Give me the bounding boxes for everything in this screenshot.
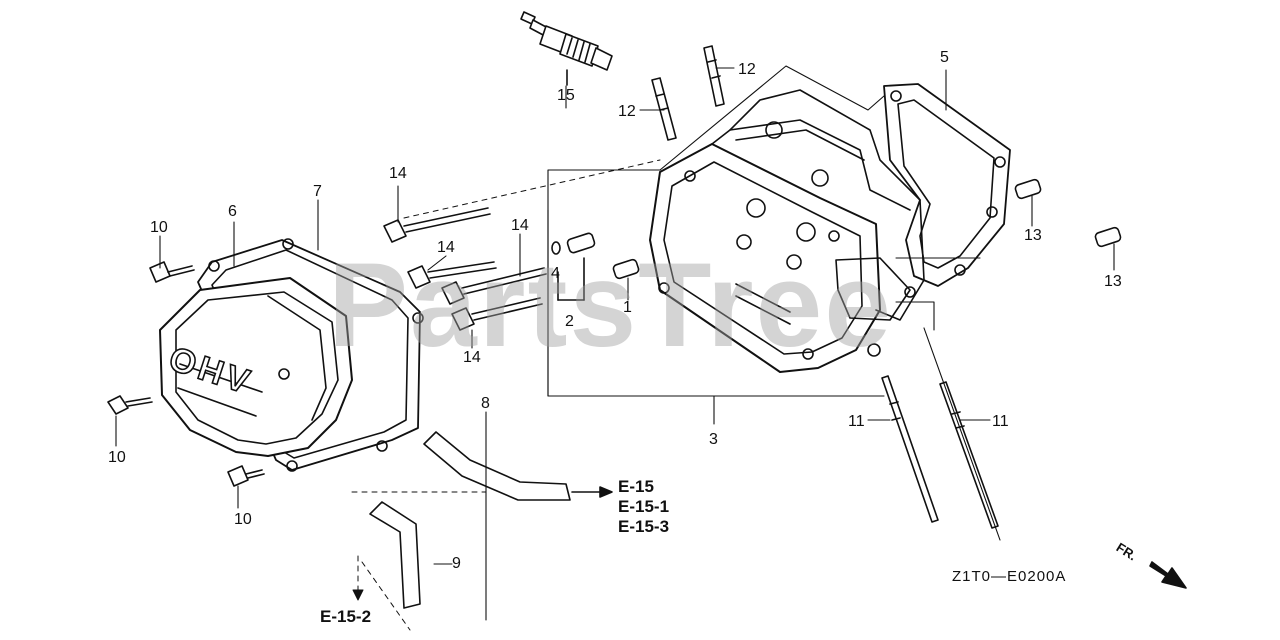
bolt-10-top[interactable]: [149, 261, 195, 283]
leader-lines: [115, 67, 1115, 621]
callout-15[interactable]: 15: [557, 87, 575, 104]
front-arrow-icon: [1149, 561, 1187, 589]
callout-12-left[interactable]: 12: [618, 103, 636, 120]
callout-3[interactable]: 3: [709, 431, 718, 448]
reference-e-15-3[interactable]: E-15-3: [618, 517, 670, 536]
callout-10-top[interactable]: 10: [150, 219, 168, 236]
stud-12-right[interactable]: [703, 45, 725, 107]
route-lines: [351, 159, 661, 631]
callout-14-d[interactable]: 14: [463, 349, 481, 366]
callout-11-right[interactable]: 11: [992, 413, 1009, 430]
callout-11-left[interactable]: 11: [848, 413, 865, 430]
bolt-14-c[interactable]: [441, 267, 547, 305]
callout-14-b[interactable]: 14: [437, 239, 455, 256]
callout-13-b[interactable]: 13: [1104, 273, 1122, 290]
dowel-pin-1[interactable]: [612, 258, 640, 280]
breather-tube-9[interactable]: [369, 501, 421, 609]
callout-14-a[interactable]: 14: [389, 165, 407, 182]
callout-7[interactable]: 7: [313, 183, 322, 200]
stud-12-left[interactable]: [651, 77, 677, 141]
callout-8[interactable]: 8: [481, 395, 490, 412]
dowel-13-a[interactable]: [1014, 178, 1042, 200]
valve-cover[interactable]: [159, 277, 353, 457]
watermark: PartsTree: [328, 238, 894, 372]
callout-12-right[interactable]: 12: [738, 61, 756, 78]
bolt-10-bottom[interactable]: [227, 465, 265, 487]
reference-e-15-1[interactable]: E-15-1: [618, 497, 670, 516]
spark-plug[interactable]: [520, 11, 613, 86]
dowel-pin-2[interactable]: [566, 232, 596, 254]
stud-11-left[interactable]: [881, 375, 939, 523]
diagram-code: Z1T0—E0200A: [952, 568, 1067, 585]
bolt-14-a[interactable]: [383, 207, 491, 243]
callout-2[interactable]: 2: [565, 313, 574, 330]
bolt-14-b[interactable]: [407, 261, 497, 289]
cylinder-head[interactable]: [649, 89, 925, 373]
callout-6[interactable]: 6: [228, 203, 237, 220]
leader-bracket-2: [557, 257, 585, 301]
bolt-14-d[interactable]: [451, 297, 543, 331]
washer-4[interactable]: [551, 241, 561, 255]
reference-e-15-2[interactable]: E-15-2: [320, 607, 372, 626]
callout-5[interactable]: 5: [940, 49, 949, 66]
callout-14-c[interactable]: 14: [511, 217, 529, 234]
bolt-10-left[interactable]: [107, 395, 153, 415]
callout-4[interactable]: 4: [551, 265, 560, 282]
assembly-box-3: [547, 65, 935, 397]
callout-10-left[interactable]: 10: [108, 449, 126, 466]
callout-13-a[interactable]: 13: [1024, 227, 1042, 244]
callout-1[interactable]: 1: [623, 299, 632, 316]
reference-e-15[interactable]: E-15: [618, 477, 654, 496]
breather-tube-8[interactable]: [423, 431, 613, 501]
callout-10-bottom[interactable]: 10: [234, 511, 252, 528]
dowel-13-b[interactable]: [1094, 226, 1122, 248]
head-gasket[interactable]: [883, 83, 1011, 287]
callout-9[interactable]: 9: [452, 555, 461, 572]
